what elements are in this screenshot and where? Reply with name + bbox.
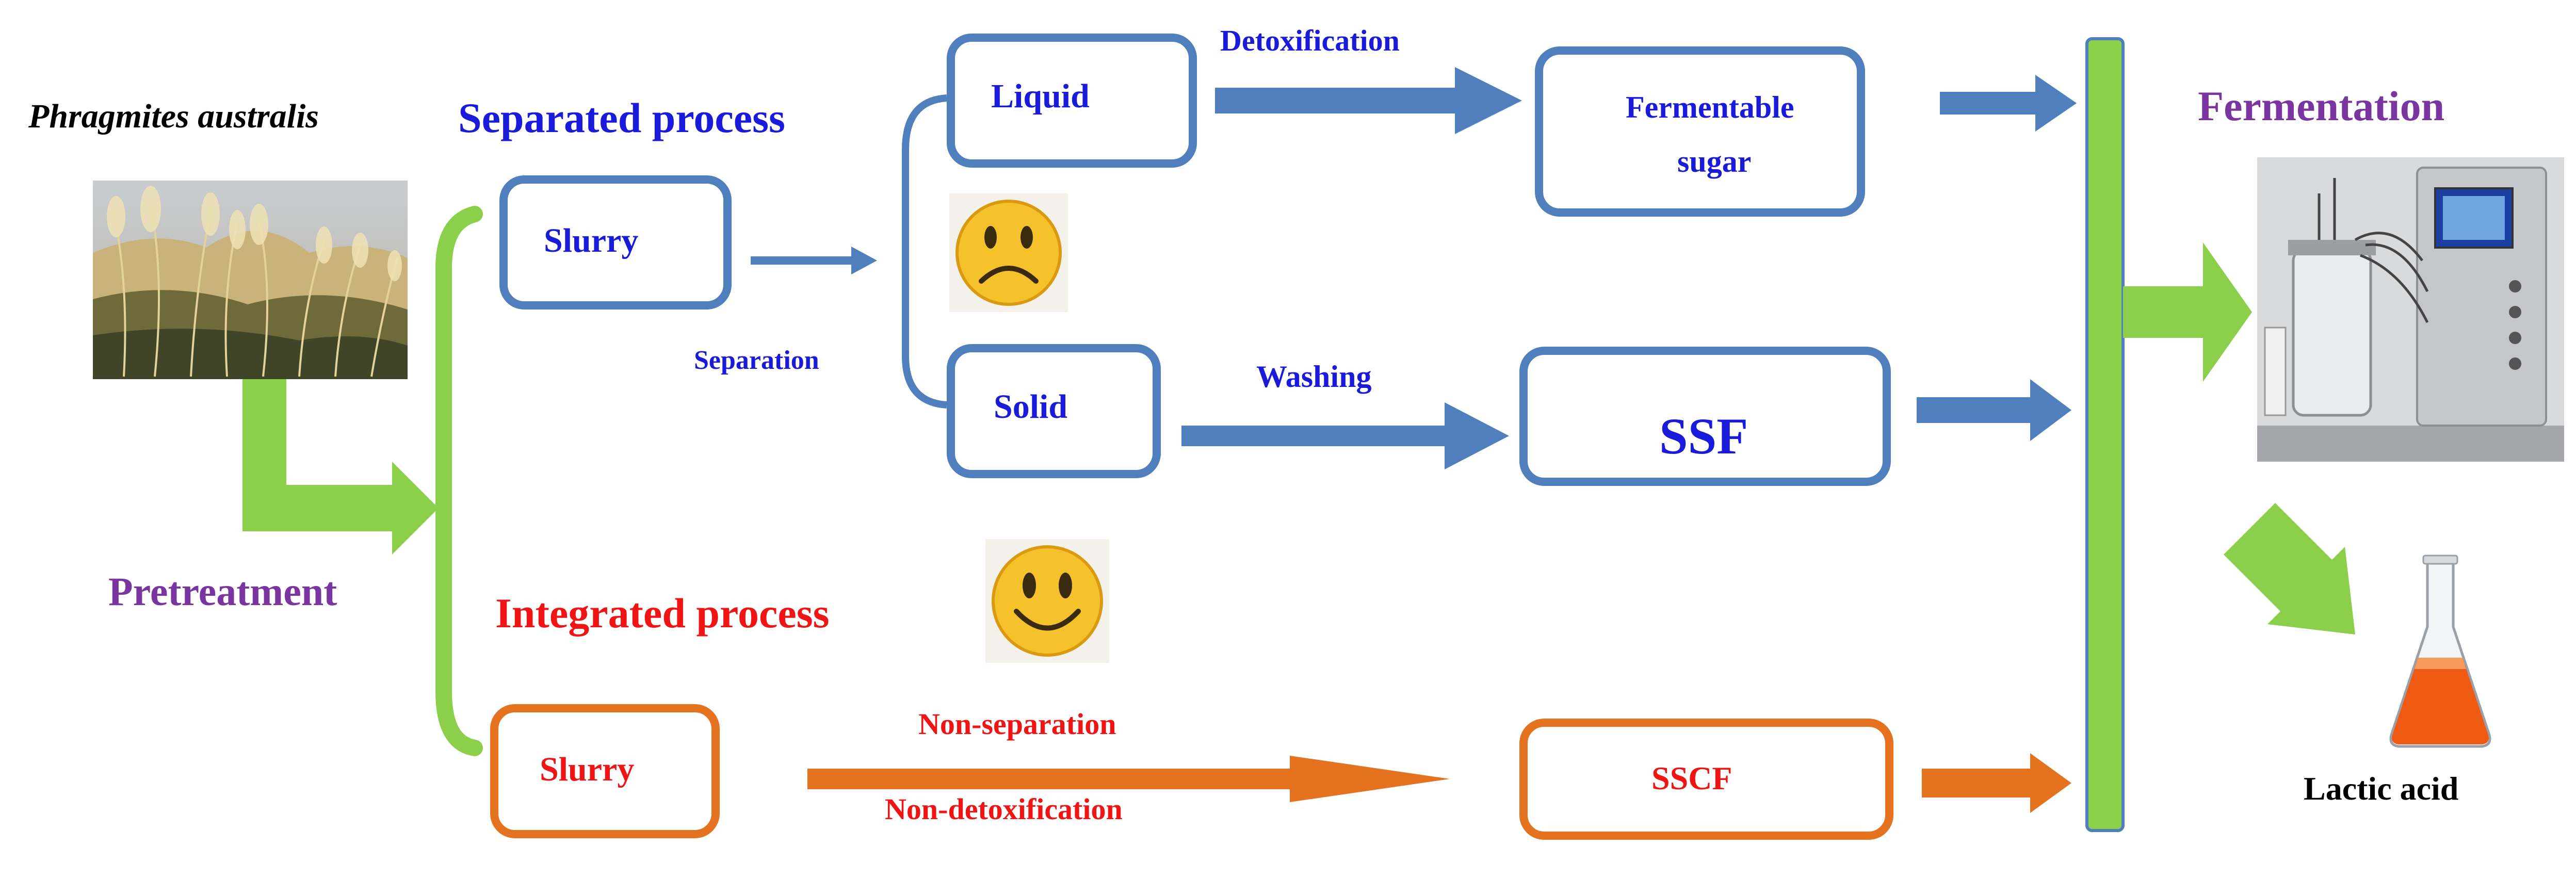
detoxification-label: Detoxification bbox=[1220, 24, 1400, 57]
ssf-label: SSF bbox=[1659, 408, 1748, 465]
liquid-box: Liquid bbox=[947, 34, 1197, 168]
integrated-slurry-box: Slurry bbox=[490, 704, 720, 838]
separated-slurry-box: Slurry bbox=[499, 175, 732, 310]
non-separation-label: Non-separation bbox=[918, 707, 1116, 741]
solid-label: Solid bbox=[994, 388, 1068, 426]
collection-column bbox=[2085, 37, 2125, 832]
phragmites-photo bbox=[93, 181, 408, 379]
pretreatment-bracket bbox=[435, 206, 483, 756]
sscf-box: SSCF bbox=[1519, 719, 1893, 840]
non-detoxification-label: Non-detoxification bbox=[885, 792, 1123, 826]
lactic-acid-label: Lactic acid bbox=[2304, 770, 2459, 807]
pretreatment-label: Pretreatment bbox=[108, 569, 337, 614]
fermentable-sugar-line2: sugar bbox=[1677, 144, 1752, 178]
washing-arrow bbox=[1181, 402, 1509, 469]
solid-box: Solid bbox=[947, 344, 1161, 478]
sscf-label: SSCF bbox=[1651, 760, 1732, 796]
sad-face-icon bbox=[949, 193, 1068, 312]
separation-bracket bbox=[902, 94, 947, 409]
to-fermentation-arrow bbox=[2123, 242, 2252, 382]
washing-label: Washing bbox=[1256, 360, 1372, 394]
integrated-process-title: Integrated process bbox=[495, 590, 830, 637]
fermenter-photo bbox=[2257, 157, 2564, 462]
non-separation-arrow bbox=[807, 756, 1450, 802]
happy-face-icon-wrap bbox=[985, 539, 1109, 663]
lactic-acid-flask bbox=[2386, 555, 2494, 751]
happy-face-icon bbox=[992, 545, 1103, 657]
separation-arrow bbox=[751, 247, 877, 274]
sscf-to-column-arrow bbox=[1922, 753, 2071, 813]
to-product-arrow bbox=[2224, 503, 2355, 634]
fermentable-sugar-box: Fermentable sugar bbox=[1535, 46, 1865, 217]
ssf-to-column-arrow bbox=[1917, 379, 2071, 441]
fermentable-sugar-line1: Fermentable bbox=[1626, 90, 1794, 124]
integrated-slurry-label: Slurry bbox=[540, 751, 635, 788]
pretreatment-arrow bbox=[242, 379, 439, 555]
sugar-to-column-arrow bbox=[1940, 75, 2077, 132]
detoxification-arrow bbox=[1215, 67, 1522, 134]
fermentation-label: Fermentation bbox=[2198, 83, 2445, 129]
separation-label: Separation bbox=[694, 346, 819, 375]
separated-slurry-label: Slurry bbox=[544, 222, 639, 259]
liquid-label: Liquid bbox=[991, 77, 1090, 115]
separated-process-title: Separated process bbox=[458, 94, 785, 141]
ssf-box: SSF bbox=[1519, 347, 1891, 486]
raw-material-label: Phragmites australis bbox=[28, 97, 319, 135]
